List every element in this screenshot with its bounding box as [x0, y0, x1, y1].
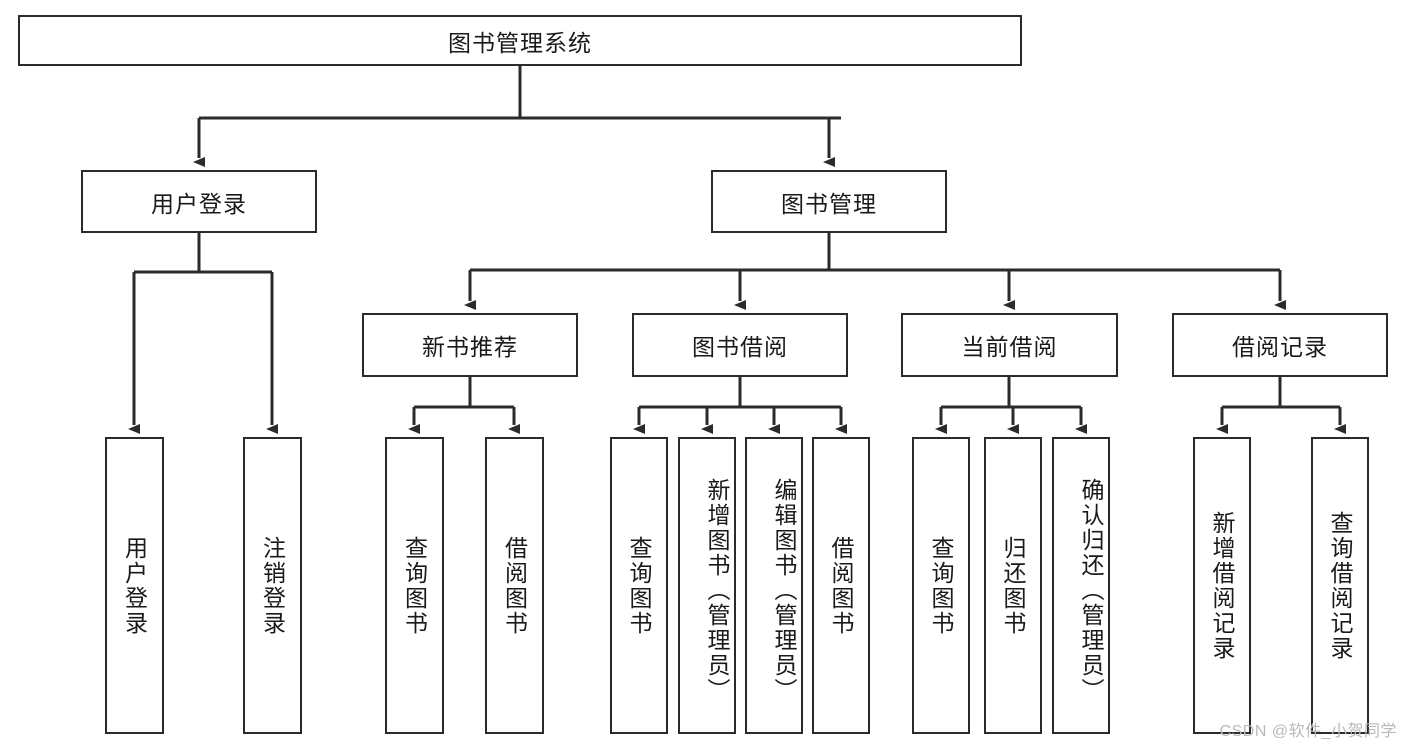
node-root-label: 图书管理系统 — [448, 29, 592, 56]
node-book-manage-label: 图书管理 — [781, 190, 877, 217]
node-leaf-cb-confirm-return[interactable]: 确认归还（管理员） — [1052, 437, 1110, 734]
node-leaf-user-login[interactable]: 用户登录 — [105, 437, 164, 734]
node-leaf-bb-borrow-book[interactable]: 借阅图书 — [812, 437, 870, 734]
node-user-login[interactable]: 用户登录 — [81, 170, 317, 233]
node-leaf-cb-return-book-label: 归还图书 — [1000, 535, 1026, 636]
node-leaf-cb-query-book[interactable]: 查询图书 — [912, 437, 970, 734]
node-leaf-user-login-label: 用户登录 — [121, 535, 148, 636]
node-leaf-rec-borrow-book[interactable]: 借阅图书 — [485, 437, 544, 734]
node-leaf-br-query-record[interactable]: 查询借阅记录 — [1311, 437, 1369, 734]
node-leaf-bb-add-book[interactable]: 新增图书（管理员） — [678, 437, 736, 734]
node-book-borrow-label: 图书借阅 — [692, 334, 788, 360]
node-new-book-rec-label: 新书推荐 — [422, 334, 518, 360]
node-leaf-bb-query-book-label: 查询图书 — [626, 535, 652, 636]
node-new-book-rec[interactable]: 新书推荐 — [362, 313, 578, 377]
node-leaf-rec-query-book-label: 查询图书 — [401, 535, 428, 636]
node-leaf-cb-return-book[interactable]: 归还图书 — [984, 437, 1042, 734]
node-leaf-bb-query-book[interactable]: 查询图书 — [610, 437, 668, 734]
node-leaf-br-query-record-label: 查询借阅记录 — [1327, 510, 1353, 661]
node-borrow-record-label: 借阅记录 — [1232, 334, 1328, 360]
node-leaf-br-add-record[interactable]: 新增借阅记录 — [1193, 437, 1251, 734]
node-leaf-bb-edit-book[interactable]: 编辑图书（管理员） — [745, 437, 803, 734]
node-book-borrow[interactable]: 图书借阅 — [632, 313, 848, 377]
node-current-borrow[interactable]: 当前借阅 — [901, 313, 1118, 377]
node-book-manage[interactable]: 图书管理 — [711, 170, 947, 233]
node-leaf-rec-borrow-book-label: 借阅图书 — [501, 535, 528, 636]
node-current-borrow-label: 当前借阅 — [961, 334, 1058, 360]
node-leaf-cb-query-book-label: 查询图书 — [928, 535, 954, 636]
node-leaf-cb-confirm-return-label: 确认归还（管理员） — [1078, 478, 1104, 703]
node-leaf-user-logout[interactable]: 注销登录 — [243, 437, 302, 734]
node-borrow-record[interactable]: 借阅记录 — [1172, 313, 1388, 377]
node-leaf-user-logout-label: 注销登录 — [259, 535, 286, 636]
node-user-login-label: 用户登录 — [151, 190, 247, 217]
node-leaf-br-add-record-label: 新增借阅记录 — [1209, 510, 1235, 661]
csdn-watermark: CSDN @软件_小贺同学 — [1219, 723, 1397, 740]
node-leaf-bb-borrow-book-label: 借阅图书 — [828, 535, 854, 636]
node-leaf-bb-edit-book-label: 编辑图书（管理员） — [771, 478, 797, 703]
node-leaf-bb-add-book-label: 新增图书（管理员） — [704, 478, 730, 703]
node-leaf-rec-query-book[interactable]: 查询图书 — [385, 437, 444, 734]
node-root[interactable]: 图书管理系统 — [18, 15, 1022, 66]
